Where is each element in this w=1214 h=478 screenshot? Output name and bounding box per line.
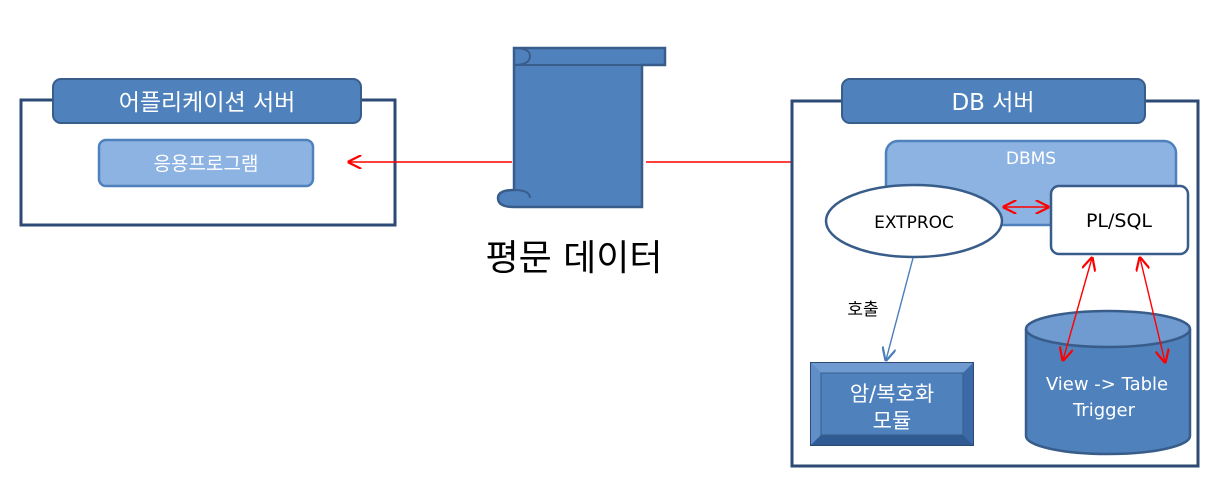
plsql-box: PL/SQL — [1049, 184, 1190, 256]
db-server-title-box: DB 서버 — [841, 78, 1146, 124]
extproc-node: EXTPROC — [824, 183, 1004, 259]
app-server-title-box: 어플리케이션 서버 — [52, 78, 362, 124]
db-cylinder-line2: Trigger — [1072, 400, 1136, 421]
crypto-module-box: 암/복호화 모듈 — [810, 362, 974, 446]
plsql-db-arrow-left — [1063, 258, 1092, 360]
crypto-module-line2: 모듈 — [873, 409, 912, 433]
app-server-title: 어플리케이션 서버 — [119, 90, 296, 116]
dbms-label: DBMS — [1006, 149, 1056, 169]
application-program-label: 응용프로그램 — [154, 153, 259, 175]
plain-data-label: 평문 데이터 — [485, 238, 662, 279]
plsql-db-arrow-right — [1140, 258, 1165, 362]
db-cylinder-line1: View -> Table — [1046, 374, 1168, 395]
call-label: 호출 — [847, 300, 878, 320]
extproc-label: EXTPROC — [874, 213, 954, 233]
db-server-panel: DB 서버 DBMS EXTPROC PL/SQL 호출 — [790, 78, 1200, 468]
plsql-label: PL/SQL — [1086, 210, 1152, 232]
db-server-title: DB 서버 — [951, 90, 1034, 116]
app-server-panel: 어플리케이션 서버 응용프로그램 — [19, 78, 397, 227]
call-arrow — [886, 257, 914, 360]
database-cylinder-icon: View -> Table Trigger — [1024, 309, 1192, 456]
crypto-module-line1: 암/복호화 — [850, 382, 934, 406]
application-program-box: 응용프로그램 — [97, 138, 315, 188]
plain-data-scroll-icon — [496, 46, 667, 209]
